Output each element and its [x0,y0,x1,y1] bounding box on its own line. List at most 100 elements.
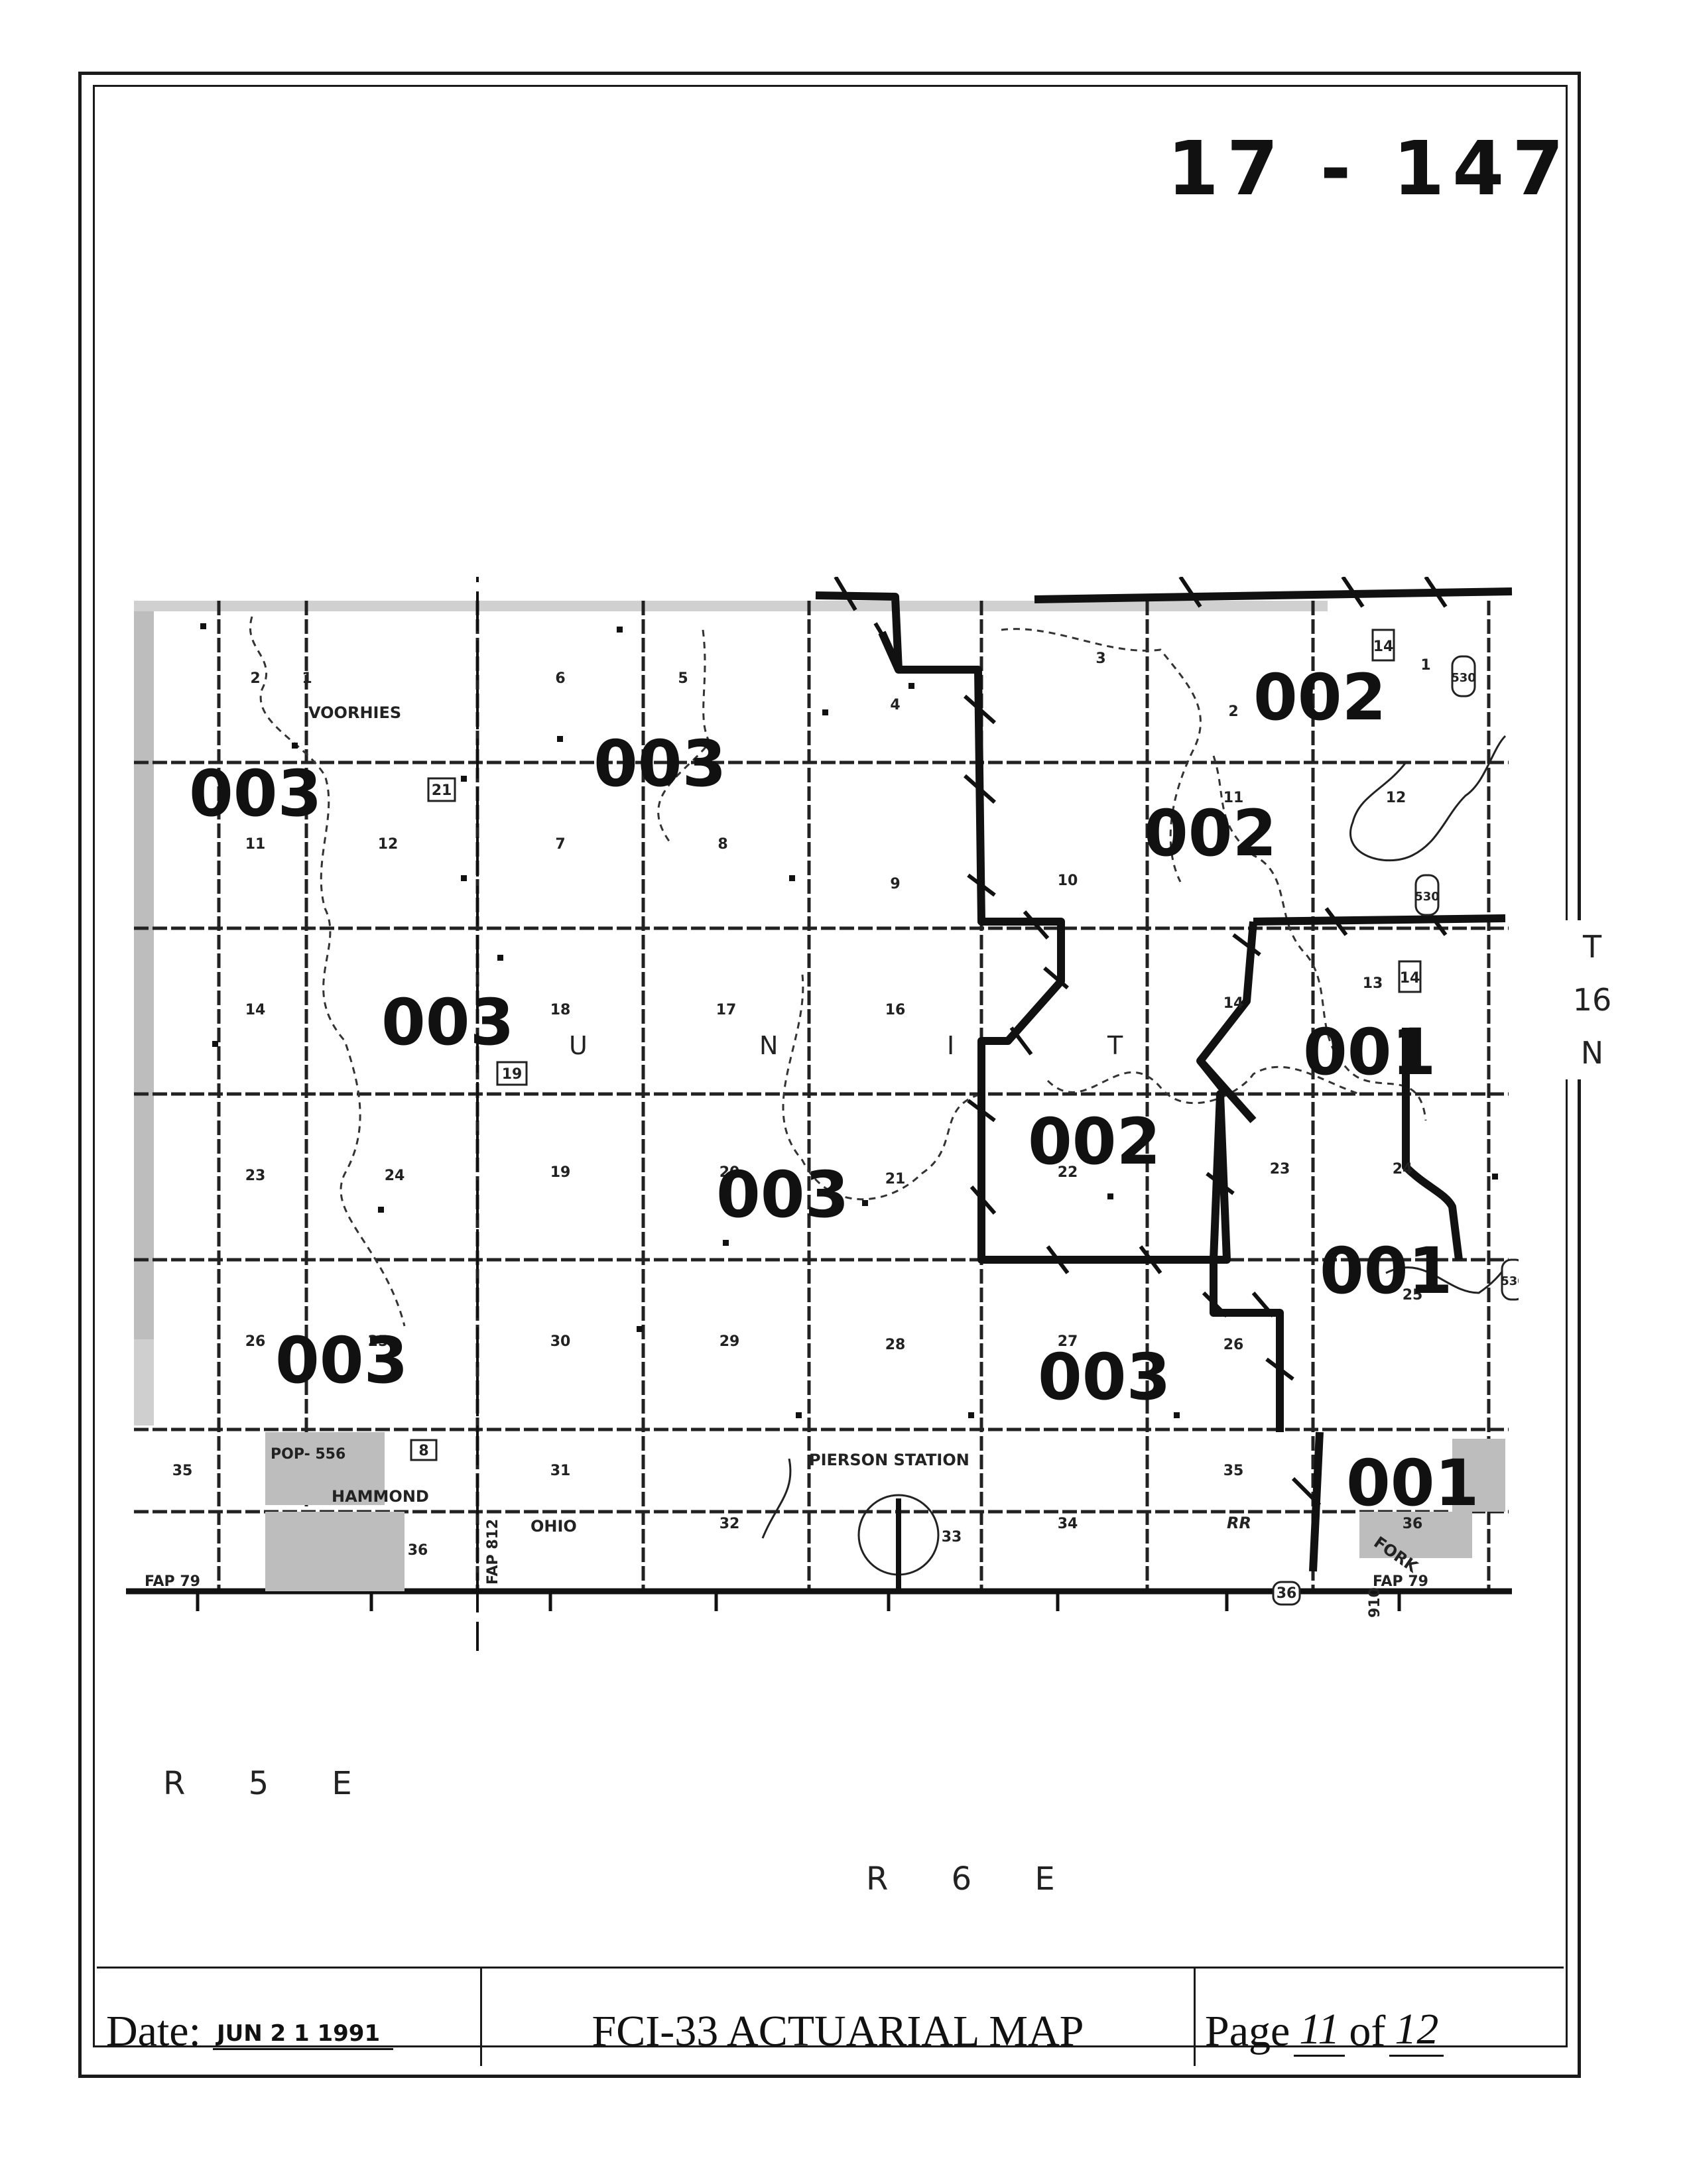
place-pierson-station: PIERSON STATION [809,1451,969,1469]
svg-text:25: 25 [368,1333,389,1350]
svg-text:29: 29 [719,1333,740,1350]
svg-text:20: 20 [719,1164,740,1181]
svg-text:1: 1 [302,670,312,687]
svg-text:34: 34 [1058,1516,1078,1532]
zone-label: 003 [275,1323,408,1398]
place-hammond: HAMMOND [332,1487,429,1506]
svg-text:11: 11 [1223,790,1244,806]
fap79-right: FAP 79 [1373,1573,1428,1590]
svg-text:13: 13 [1363,975,1383,992]
svg-text:35: 35 [172,1463,193,1479]
svg-text:5: 5 [678,670,688,687]
route-910: 910 [1367,1587,1383,1618]
svg-text:32: 32 [719,1516,740,1532]
svg-text:24: 24 [385,1168,405,1184]
unit-letter-t: T [1107,1031,1123,1060]
town-shading [265,1432,1505,1591]
svg-text:1: 1 [1420,657,1430,674]
zone-label: 002 [1144,796,1277,871]
date-label: Date: [106,2007,201,2055]
zone-label: 002 [1253,660,1386,735]
svg-text:4: 4 [890,697,900,713]
svg-text:33: 33 [942,1529,962,1546]
zone-label: 001 [1320,1234,1452,1308]
label-ohio: OHIO [531,1517,577,1536]
svg-text:7: 7 [555,836,565,853]
svg-text:26: 26 [1223,1337,1244,1353]
svg-text:26: 26 [245,1333,266,1350]
rating-zones: 003 003 002 002 003 001 002 003 001 003 … [189,660,1479,1520]
svg-text:18: 18 [550,1002,571,1018]
svg-text:530: 530 [1501,1274,1519,1288]
svg-text:17: 17 [716,1002,737,1018]
svg-text:21: 21 [885,1171,906,1187]
zone-label: 002 [1028,1105,1160,1179]
actuarial-map: 21 19 8 14 14 530 530 530 36 FAP 79 FAP … [126,577,1519,1651]
route-shield-labels: 21 19 8 14 14 530 530 530 36 [418,638,1519,1602]
svg-text:22: 22 [1058,1164,1078,1181]
svg-text:12: 12 [378,836,399,853]
route-shields [410,629,1519,1606]
streams [249,616,1427,1327]
zone-label: 001 [1346,1446,1479,1520]
unit-letter-n: N [759,1031,778,1060]
svg-text:8: 8 [718,836,727,853]
svg-text:35: 35 [1223,1463,1244,1479]
footer-bar: Date: JUN 2 1 1991 FCI-33 ACTUARIAL MAP … [97,1967,1564,2066]
pop-label: POP- 556 [271,1446,345,1463]
page-total: 12 [1389,2004,1444,2057]
svg-text:28: 28 [885,1337,906,1353]
svg-text:19: 19 [502,1066,523,1083]
fap812: FAP 812 [485,1519,501,1585]
svg-text:16: 16 [885,1002,906,1018]
svg-text:6: 6 [555,670,565,687]
footer-title: FCI-33 ACTUARIAL MAP [480,1969,1194,2066]
svg-text:9: 9 [890,876,900,892]
svg-text:30: 30 [550,1333,571,1350]
svg-text:8: 8 [418,1443,428,1459]
boundary-marks [834,577,1448,1507]
footer-page: Page 11 of 12 [1194,1969,1564,2066]
svg-text:10: 10 [1058,873,1078,889]
svg-text:11: 11 [245,836,266,853]
svg-text:530: 530 [1414,890,1440,904]
township-label: T 16 N [1556,920,1629,1079]
unit-letter-u: U [569,1031,588,1060]
zone-label: 001 [1303,1015,1436,1089]
range-left-label: R 5 E [163,1765,379,1802]
footer-date: Date: JUN 2 1 1991 [97,1969,480,2066]
shaded-strip [134,601,154,1343]
svg-text:25: 25 [1403,1287,1423,1304]
svg-text:14: 14 [245,1002,266,1018]
svg-text:36: 36 [1403,1516,1423,1532]
page-label: Page [1205,2007,1290,2055]
place-voorhies: VOORHIES [308,703,401,722]
house-markers [200,623,1498,1418]
svg-text:36: 36 [1277,1585,1297,1602]
svg-text:27: 27 [1058,1333,1078,1350]
svg-text:14: 14 [1223,995,1244,1012]
svg-text:23: 23 [245,1168,266,1184]
svg-text:14: 14 [1400,970,1420,987]
page-of: of [1349,2007,1386,2055]
svg-text:2: 2 [1228,703,1238,720]
svg-text:36: 36 [408,1542,428,1559]
svg-text:19: 19 [550,1164,571,1181]
svg-text:31: 31 [550,1463,571,1479]
svg-text:12: 12 [1386,790,1406,806]
svg-text:530: 530 [1451,671,1476,685]
zone-label: 003 [716,1158,849,1232]
svg-text:21: 21 [432,782,452,799]
svg-text:24: 24 [1393,1161,1413,1178]
svg-text:14: 14 [1373,638,1394,655]
date-stamp: JUN 2 1 1991 [212,2020,394,2050]
range-right-label: R 6 E [866,1860,1082,1898]
unit-letter-i: I [947,1031,954,1060]
label-rr: RR [1227,1514,1251,1532]
svg-text:23: 23 [1270,1161,1290,1178]
zone-label: 003 [381,985,514,1060]
zone-label: 003 [189,757,322,831]
zone-boundaries [815,587,1513,1572]
svg-text:2: 2 [250,670,260,687]
